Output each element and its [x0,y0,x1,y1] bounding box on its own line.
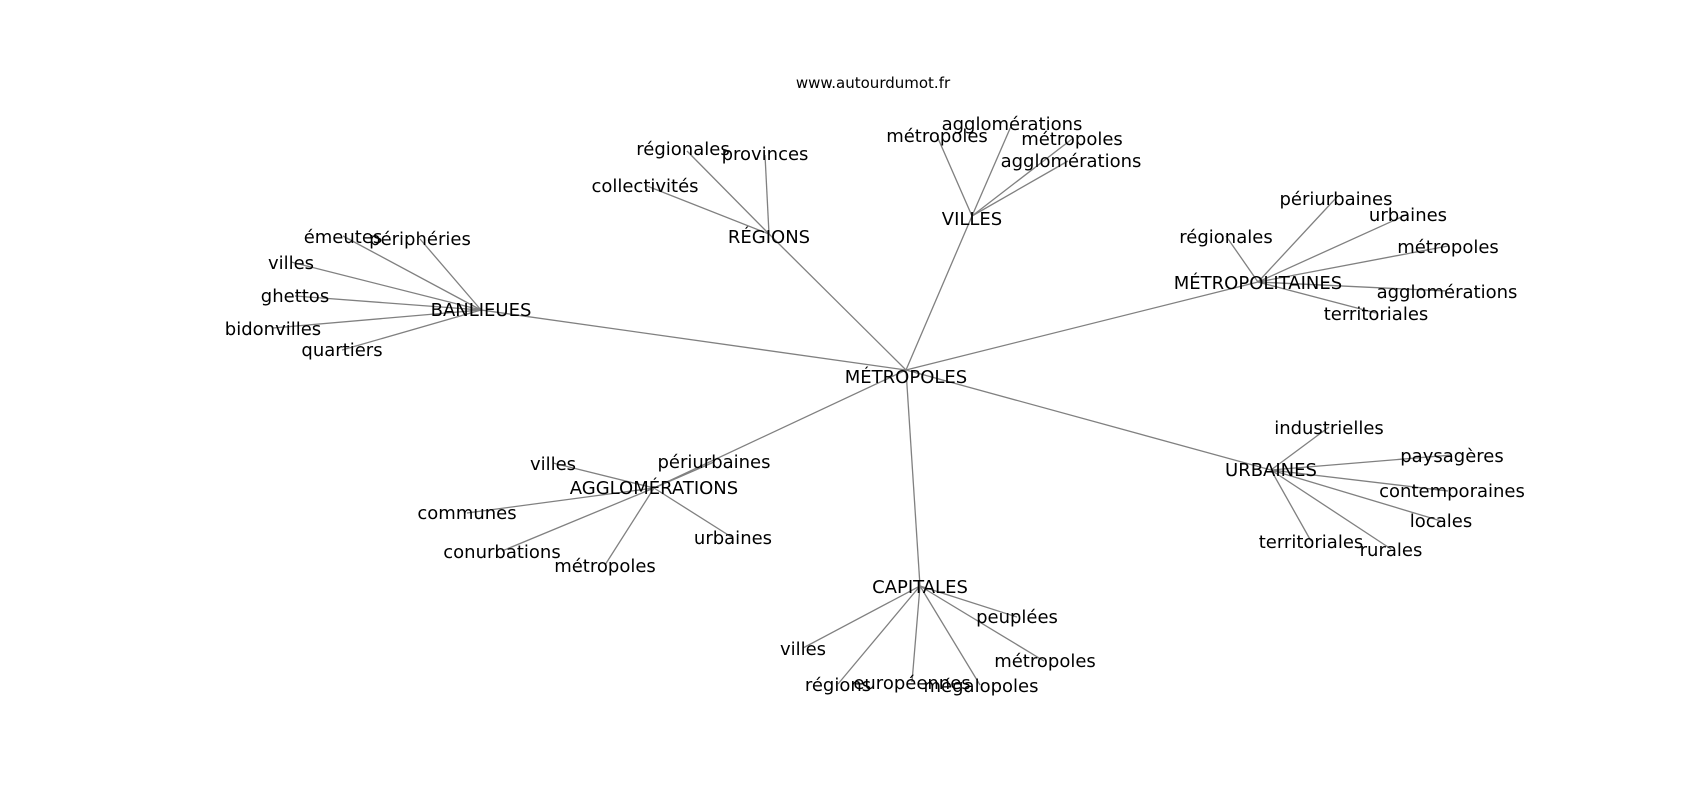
hub-node-banlieues: BANLIEUES [431,300,532,321]
edge-capitales-leaf [919,585,1018,618]
edge-root-banlieues [480,309,907,371]
hub-node-capitales: CAPITALES [872,577,968,598]
edge-villes-leaf [971,160,1069,217]
edge-metropolitaines-leaf [1257,213,1409,283]
edge-metropolitaines-leaf [1225,235,1259,283]
leaf-node: régionales [1179,227,1272,248]
edge-urbaines-leaf [1270,469,1442,522]
leaf-node: collectivités [591,176,698,197]
leaf-node: périphéries [369,229,471,250]
leaf-node: périurbaines [1279,189,1392,210]
leaf-node: régions [805,675,871,696]
leaf-node: industrielles [1274,418,1384,439]
leaf-node: quartiers [301,340,382,361]
graph-edges [272,123,1453,686]
leaf-node: européennes [853,673,970,694]
root-node-label: MÉTROPOLES [845,366,967,388]
edge-root-regions [768,233,907,371]
edge-capitales-leaf [911,585,921,683]
edge-agglomerations-leaf [501,487,655,552]
hub-node-villes: VILLES [942,209,1002,230]
edge-metropolitaines-leaf [1257,197,1337,283]
edge-agglomerations-leaf [604,487,655,566]
leaf-node: bidonvilles [225,319,321,340]
edge-banlieues-leaf [272,309,482,329]
edge-root-agglomerations [653,369,907,489]
leaf-node: locales [1410,511,1472,532]
edge-banlieues-leaf [294,295,482,311]
graph-labels: www.autourdumot.fr MÉTROPOLES RÉGIONS régi… [225,74,1525,697]
edge-agglomerations-leaf [653,487,734,539]
leaf-node: urbaines [694,528,772,549]
edge-root-urbaines [905,369,1272,471]
leaf-node: rurales [1360,540,1423,561]
leaf-node: urbaines [1369,205,1447,226]
edge-villes-leaf [971,123,1013,217]
leaf-node: agglomérations [942,114,1083,135]
hub-node-agglomerations: AGGLOMÉRATIONS [570,477,738,499]
leaf-node: métropoles [1021,129,1123,150]
edge-villes-leaf [971,138,1073,217]
leaf-node: agglomérations [1001,151,1142,172]
leaf-node: villes [268,253,314,274]
edge-banlieues-leaf [341,309,482,351]
edge-urbaines-leaf [1270,469,1312,542]
edge-regions-leaf [686,150,770,235]
edge-capitales-leaf [919,585,1045,662]
leaf-node: métropoles [554,556,656,577]
edge-capitales-leaf [919,585,981,686]
edge-agglomerations-leaf [466,487,655,514]
leaf-node: territoriales [1259,532,1364,553]
leaf-node: provinces [722,144,809,165]
edge-urbaines-leaf [1270,454,1453,471]
leaf-node: communes [417,503,516,524]
hub-node-urbaines: URBAINES [1225,460,1317,481]
leaf-node: contemporaines [1379,481,1525,502]
edge-urbaines-leaf [1270,426,1330,471]
leaf-node: métropoles [886,126,988,147]
edge-agglomerations-leaf [653,461,715,489]
leaf-node: émeutes [304,227,383,248]
edge-metropolitaines-leaf [1257,281,1448,292]
edge-banlieues-leaf [342,235,482,311]
edge-regions-leaf [646,185,770,235]
edge-root-capitales [905,369,921,587]
edge-root-metropolitaines [905,281,1259,371]
hub-node-metropolitaines: MÉTROPOLITAINES [1174,272,1342,294]
leaf-node: conurbations [443,542,560,563]
edge-urbaines-leaf [1270,469,1449,492]
edge-villes-leaf [936,135,973,217]
source-label: www.autourdumot.fr [796,74,951,92]
leaf-node: paysagères [1400,446,1503,467]
edge-banlieues-leaf [419,238,482,311]
edge-capitales-leaf [837,585,921,685]
edge-banlieues-leaf [290,261,482,311]
leaf-node: agglomérations [1377,282,1518,303]
leaf-node: villes [780,639,826,660]
leaf-node: ghettos [261,286,329,307]
edge-agglomerations-leaf [552,462,655,489]
leaf-node: territoriales [1324,304,1429,325]
leaf-node: peuplées [976,607,1058,628]
edge-capitales-leaf [802,585,921,649]
leaf-node: périurbaines [657,452,770,473]
edge-root-villes [905,215,973,371]
leaf-node: mégalopoles [924,676,1039,697]
leaf-node: régionales [636,139,729,160]
edge-regions-leaf [764,154,770,235]
edge-urbaines-leaf [1270,469,1392,550]
edge-metropolitaines-leaf [1257,281,1377,314]
hub-node-regions: RÉGIONS [728,226,810,248]
edge-metropolitaines-leaf [1257,245,1449,283]
leaf-node: villes [530,454,576,475]
leaf-node: métropoles [994,651,1096,672]
leaf-node: métropoles [1397,237,1499,258]
